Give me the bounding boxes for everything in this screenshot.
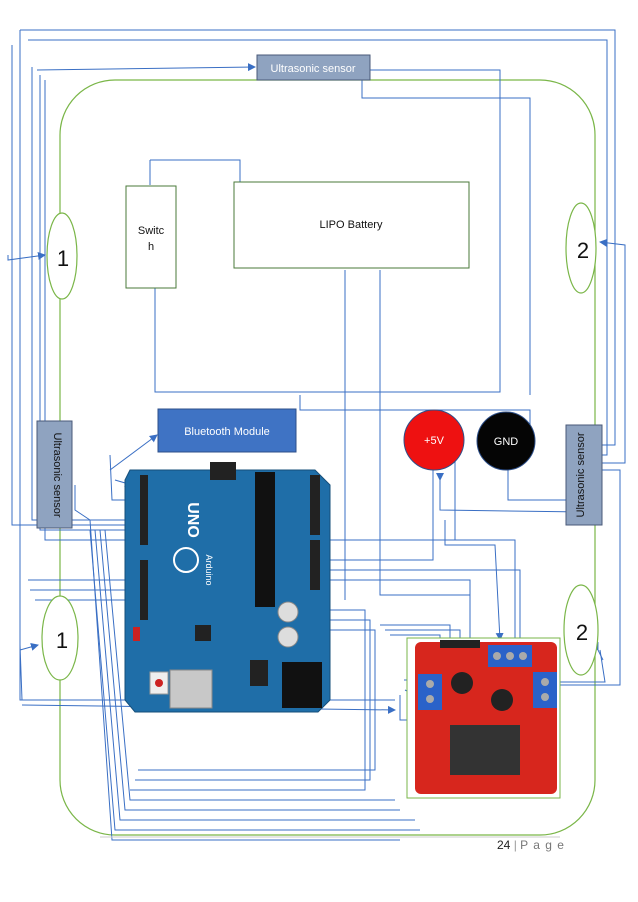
ultrasonic-sensor-right: [565, 424, 603, 526]
wheel-left-bottom: [41, 595, 79, 681]
arduino-brand-label: UNO: [184, 502, 201, 538]
page-footer: 24 | P a g e: [497, 838, 565, 852]
arduino-sub-label: Arduino: [204, 554, 214, 585]
ultrasonic-sensor-right-label: Ultrasonic sensor: [575, 432, 587, 517]
gnd-label: GND: [494, 436, 519, 448]
plus-5v-terminal: [403, 409, 465, 471]
plus-5v-label: +5V: [424, 435, 445, 447]
ultrasonic-sensor-top-label: Ultrasonic sensor: [271, 63, 356, 75]
ultrasonic-sensor-top: [256, 54, 371, 81]
lipo-battery-box: [233, 181, 470, 269]
page-number: 24: [497, 838, 511, 852]
wheel-left-top: [46, 212, 78, 300]
arduino-uno-board: UNO Arduino: [124, 462, 331, 713]
wheel-right-top-label: 2: [577, 238, 589, 263]
page-separator: |: [513, 838, 517, 852]
switch-label-line1: Switc: [138, 225, 165, 237]
ultrasonic-sensor-left-label: Ultrasonic sensor: [51, 433, 63, 518]
gnd-terminal: [476, 411, 536, 471]
bluetooth-module-label: Bluetooth Module: [184, 426, 270, 438]
wheel-right-top: [565, 202, 597, 294]
page-label: P a g e: [520, 838, 565, 852]
wheel-left-top-label: 1: [57, 246, 69, 271]
bluetooth-module: [157, 408, 297, 453]
ultrasonic-sensor-left: [36, 420, 73, 529]
lipo-battery-label: LIPO Battery: [320, 219, 383, 231]
motor-driver-board: [406, 637, 561, 799]
switch-label-line2: h: [148, 241, 154, 253]
wiring: [7, 29, 626, 841]
wheel-left-bottom-label: 1: [56, 628, 68, 653]
wheel-right-bottom-label: 2: [576, 620, 588, 645]
wheel-right-bottom: [563, 584, 599, 676]
switch-box: [125, 185, 177, 289]
